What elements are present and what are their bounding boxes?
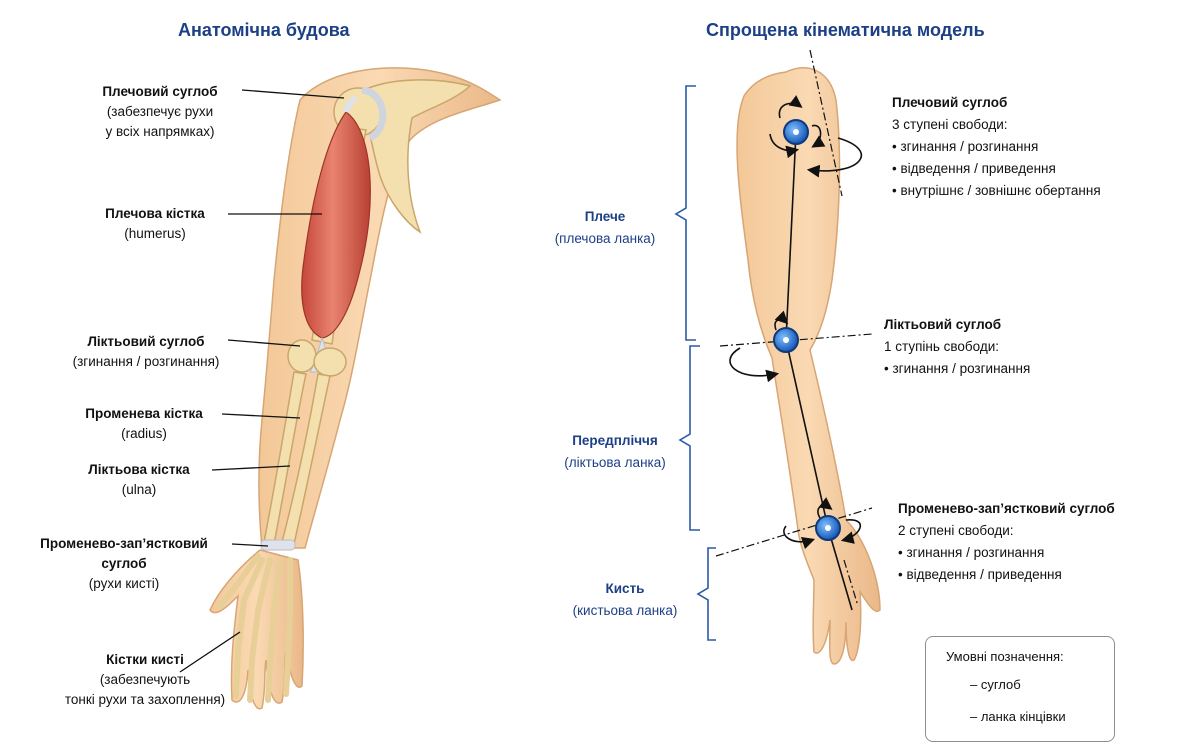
segment-upper-arm-name: Плече <box>540 206 670 228</box>
elbow-joint-note: (згинання / розгинання) <box>56 352 236 372</box>
joint-info-shoulder: Плечовий суглоб 3 ступені свободи: • зги… <box>892 92 1182 202</box>
joint-shoulder-item-2: • відведення / приведення <box>892 158 1182 180</box>
joint-wrist-item-1: • згинання / розгинання <box>898 542 1188 564</box>
label-wrist-joint: Променево-зап’ястковий суглоб (рухи кист… <box>24 534 224 594</box>
wrist-joint-name-2: суглоб <box>24 554 224 574</box>
right-panel-title: Спрощена кінематична модель <box>706 20 985 41</box>
joint-elbow-name: Ліктьовий суглоб <box>884 314 1124 336</box>
hand-bones-note-2: тонкі рухи та захоплення) <box>50 690 240 710</box>
label-ulna: Ліктьова кістка (ulna) <box>64 460 214 500</box>
segment-upper-arm-sub: (плечова ланка) <box>540 228 670 250</box>
joint-shoulder-dof: 3 ступені свободи: <box>892 114 1182 136</box>
segment-forearm-name: Передпліччя <box>550 430 680 452</box>
radius-latin: (radius) <box>64 424 224 444</box>
segment-hand: Кисть (кистьова ланка) <box>560 578 690 622</box>
joint-wrist-name: Променево-зап’ястковий суглоб <box>898 498 1188 520</box>
wrist-joint-note: (рухи кисті) <box>24 574 224 594</box>
legend-segment-label: – ланка кінцівки <box>970 709 1066 724</box>
left-panel-title: Анатомічна будова <box>178 20 350 41</box>
humerus-name: Плечова кістка <box>80 204 230 224</box>
shoulder-joint-note-2: у всіх напрямках) <box>70 122 250 142</box>
bracket-icon <box>676 86 716 640</box>
shoulder-joint-note-1: (забезпечує рухи <box>70 102 250 122</box>
elbow-joint-name: Ліктьовий суглоб <box>56 332 236 352</box>
joint-info-elbow: Ліктьовий суглоб 1 ступінь свободи: • зг… <box>884 314 1124 380</box>
segment-forearm: Передпліччя (ліктьова ланка) <box>550 430 680 474</box>
label-elbow-joint: Ліктьовий суглоб (згинання / розгинання) <box>56 332 236 372</box>
joint-shoulder-item-3: • внутрішнє / зовнішнє обертання <box>892 180 1182 202</box>
joint-elbow-dof: 1 ступінь свободи: <box>884 336 1124 358</box>
anatomical-arm <box>180 68 500 709</box>
label-radius: Променева кістка (radius) <box>64 404 224 444</box>
ulna-latin: (ulna) <box>64 480 214 500</box>
hand-bones-name: Кістки кисті <box>50 650 240 670</box>
legend-joint-label: – суглоб <box>970 677 1021 692</box>
ulna-name: Ліктьова кістка <box>64 460 214 480</box>
radius-name: Променева кістка <box>64 404 224 424</box>
wrist-joint-name-1: Променево-зап’ястковий <box>24 534 224 554</box>
joint-shoulder-name: Плечовий суглоб <box>892 92 1182 114</box>
segment-upper-arm: Плече (плечова ланка) <box>540 206 670 250</box>
joint-shoulder-item-1: • згинання / розгинання <box>892 136 1182 158</box>
segment-forearm-sub: (ліктьова ланка) <box>550 452 680 474</box>
joint-elbow-item-1: • згинання / розгинання <box>884 358 1124 380</box>
label-shoulder-joint: Плечовий суглоб (забезпечує рухи у всіх … <box>70 82 250 142</box>
joint-info-wrist: Променево-зап’ястковий суглоб 2 ступені … <box>898 498 1188 586</box>
joint-wrist-dof: 2 ступені свободи: <box>898 520 1188 542</box>
humerus-latin: (humerus) <box>80 224 230 244</box>
hand-bones-note-1: (забезпечують <box>50 670 240 690</box>
segment-hand-name: Кисть <box>560 578 690 600</box>
wrist-cartilage <box>261 540 295 550</box>
label-humerus: Плечова кістка (humerus) <box>80 204 230 244</box>
legend-title: Умовні позначення: <box>946 649 1064 664</box>
model-arm-silhouette <box>737 68 880 664</box>
shoulder-joint-name: Плечовий суглоб <box>70 82 250 102</box>
legend-box: Умовні позначення: – суглоб – ланка кінц… <box>925 636 1115 742</box>
label-hand-bones: Кістки кисті (забезпечують тонкі рухи та… <box>50 650 240 710</box>
joint-wrist-item-2: • відведення / приведення <box>898 564 1188 586</box>
segment-hand-sub: (кистьова ланка) <box>560 600 690 622</box>
